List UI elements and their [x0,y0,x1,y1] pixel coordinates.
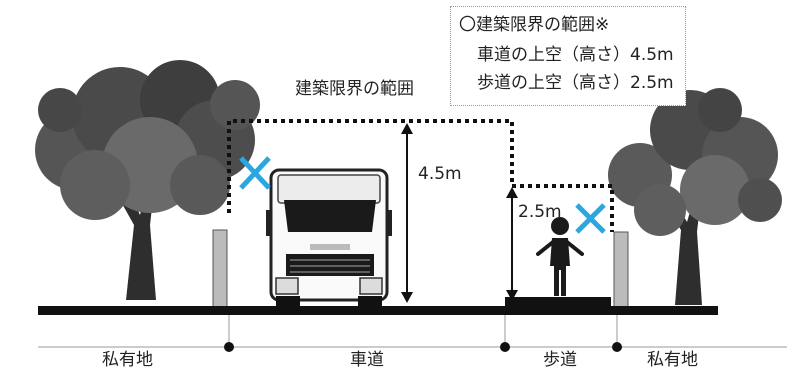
pedestrian-figure [536,217,584,296]
roadway-height-arrow [401,123,413,303]
legend-title: 〇建築限界の範囲※ [459,15,610,35]
roadway-height-label: 4.5m [418,164,462,184]
pole-left [212,229,228,311]
sidewalk-height-label: 2.5m [518,202,562,222]
truck-illustration [266,168,392,310]
clearance-label: 建築限界の範囲 [295,79,414,99]
legend-box: 〇建築限界の範囲※ 車道の上空（高さ）4.5m 歩道の上空（高さ）2.5m [450,6,686,106]
clearance-outline [227,119,614,232]
sidewalk-curb [505,297,611,307]
zone-label-sidewalk: 歩道 [543,350,577,370]
sidewalk-height-arrow [506,187,518,301]
ground-line [38,306,718,315]
cross-mark-right [575,203,606,234]
zone-label-roadway: 車道 [350,350,384,370]
cross-mark-left [239,156,271,190]
zone-boundary-dot [612,342,622,352]
tree-left [35,60,260,300]
tree-right [608,88,782,305]
zone-boundary-dot [224,342,234,352]
zone-label-private-left: 私有地 [102,350,153,370]
zone-axis [38,315,787,352]
legend-sidewalk-line: 歩道の上空（高さ）2.5m [477,73,674,93]
pole-right [613,231,629,311]
legend-roadway-line: 車道の上空（高さ）4.5m [477,45,674,65]
zone-label-private-right: 私有地 [647,350,698,370]
zone-boundary-dot [500,342,510,352]
